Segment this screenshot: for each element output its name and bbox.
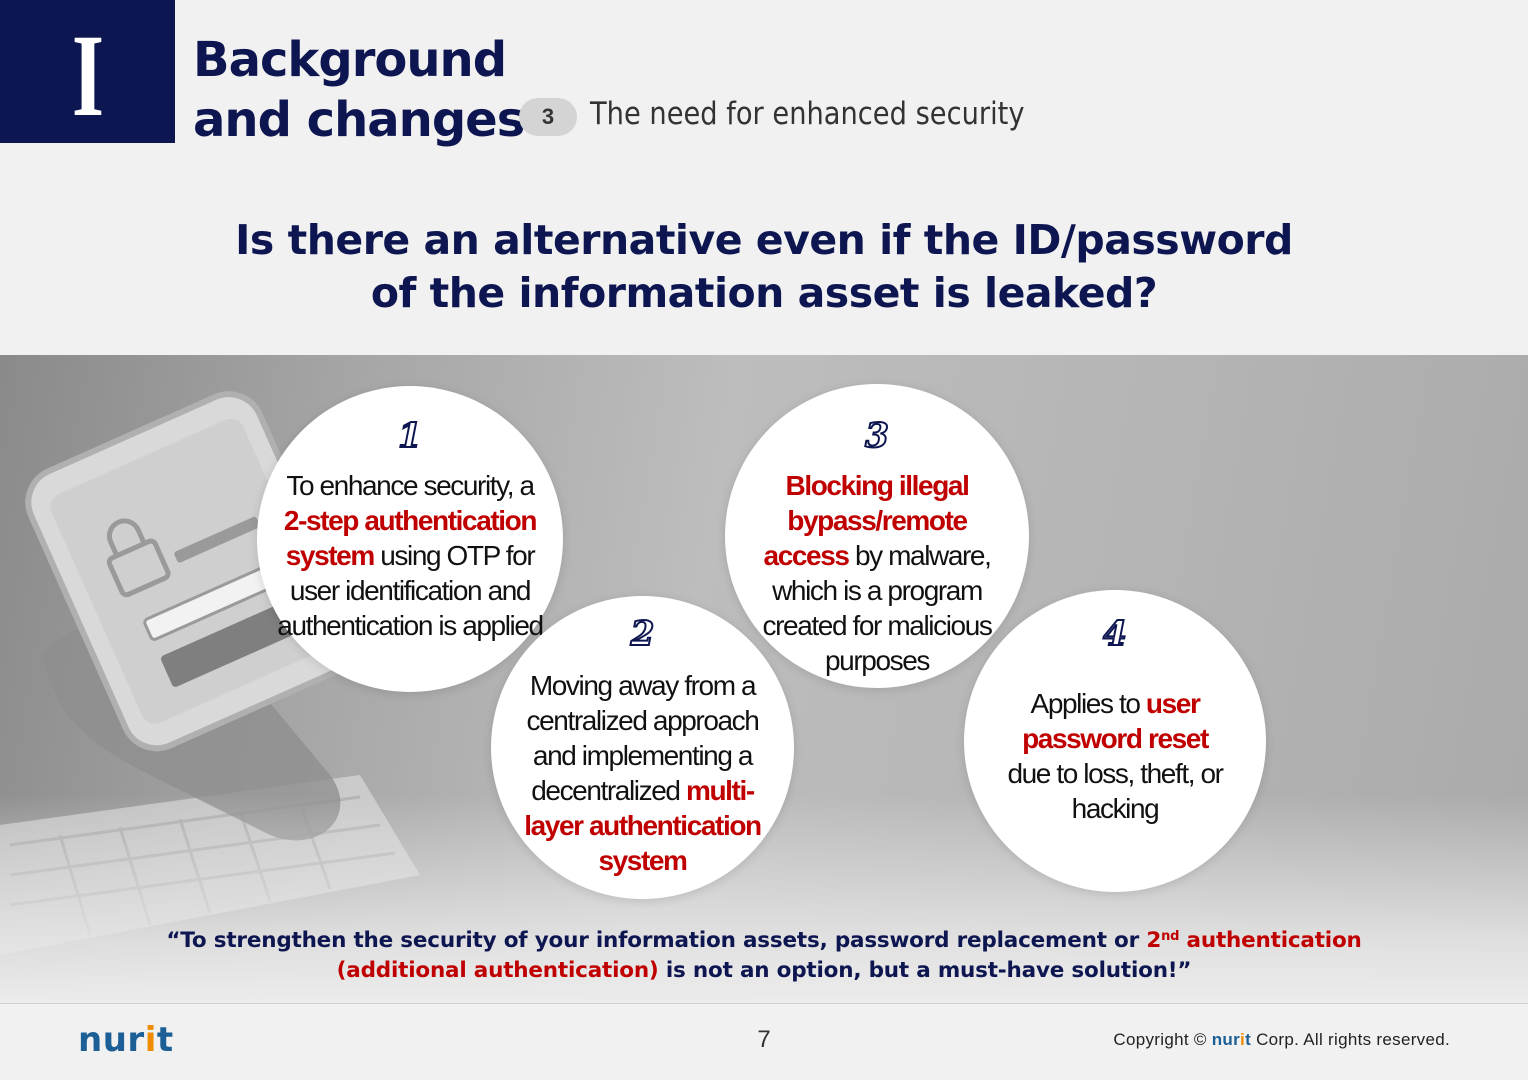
point-circle-4: 4 Applies to user password reset due to … xyxy=(964,590,1266,892)
quote-ordinal-number: 2 xyxy=(1146,928,1162,953)
quote-line1: “To strengthen the security of your info… xyxy=(0,922,1528,956)
point-1-text-a: To enhance security, a xyxy=(286,470,535,501)
section-title-line1: Background xyxy=(193,32,507,88)
logo-text-accent: i xyxy=(144,1020,157,1060)
main-question-line2: of the information asset is leaked? xyxy=(370,269,1158,317)
copyright-text-a: Copyright © xyxy=(1113,1030,1212,1049)
point-circle-2: 2 Moving away from a centralized approac… xyxy=(491,596,794,899)
quote-ordinal-suffix: nd xyxy=(1161,929,1180,944)
point-2-text-a: Moving away from a centralized approach … xyxy=(526,670,760,806)
point-circle-3: 3 Blocking illegal bypass/remote access … xyxy=(725,384,1029,688)
copyright-brand-accent: i xyxy=(1240,1030,1246,1049)
point-text-2: Moving away from a centralized approach … xyxy=(515,668,770,878)
section-number-box: I xyxy=(0,0,175,143)
point-text-4: Applies to user password reset due to lo… xyxy=(998,686,1232,826)
point-number-1: 1 xyxy=(397,415,423,457)
quote-text-b: is not an option, but a must-have soluti… xyxy=(658,958,1178,983)
copyright-text-b: Corp. All rights reserved. xyxy=(1251,1030,1450,1049)
point-1-highlight: 2-step authentication system xyxy=(283,505,538,571)
main-question-line1: Is there an alternative even if the ID/p… xyxy=(235,216,1293,264)
copyright-brand-a: nur xyxy=(1211,1030,1241,1049)
quote-open-mark: “ xyxy=(166,928,181,953)
copyright-notice: Copyright © nurit Corp. All rights reser… xyxy=(1113,1030,1450,1050)
nurit-logo: nurit xyxy=(78,1020,174,1060)
quote-close-mark: ” xyxy=(1177,958,1192,983)
footer-divider xyxy=(0,1003,1528,1004)
copyright-brand-b: t xyxy=(1245,1030,1252,1049)
point-2-highlight: multi-layer authentication system xyxy=(524,775,762,876)
point-circle-1: 1 To enhance security, a 2-step authenti… xyxy=(257,386,563,692)
point-4-highlight: user password reset xyxy=(1022,688,1209,754)
point-4-text-a: Applies to xyxy=(1030,688,1146,719)
quote-highlight-b: (additional authentication) xyxy=(336,958,659,983)
logo-text-b: t xyxy=(156,1020,174,1060)
point-4-text-b: due to loss, theft, or hacking xyxy=(1007,758,1224,824)
point-3-highlight: Blocking illegal bypass/remote access xyxy=(763,470,970,571)
point-1-text-b: using OTP for user identification and au… xyxy=(277,540,544,641)
page-number: 7 xyxy=(757,1026,771,1053)
conclusion-quote: “To strengthen the security of your info… xyxy=(0,922,1528,986)
point-text-1: To enhance security, a 2-step authentica… xyxy=(275,468,545,643)
subsection-title: The need for enhanced security xyxy=(590,96,1025,132)
quote-line2: (additional authentication) is not an op… xyxy=(0,956,1528,986)
section-title-line2: and changes xyxy=(193,92,525,148)
main-question: Is there an alternative even if the ID/p… xyxy=(0,214,1528,320)
point-number-3: 3 xyxy=(864,415,890,457)
quote-highlight-a: 2nd authentication xyxy=(1146,928,1362,953)
point-number-4: 4 xyxy=(1102,613,1128,655)
section-numeral: I xyxy=(71,9,104,141)
quote-text-a: To strengthen the security of your infor… xyxy=(180,928,1147,953)
subsection-number-badge: 3 xyxy=(519,98,577,136)
logo-text-a: nur xyxy=(78,1020,145,1060)
quote-highlight-text: authentication xyxy=(1179,928,1362,953)
point-text-3: Blocking illegal bypass/remote access by… xyxy=(743,468,1011,678)
section-title: Background and changes xyxy=(193,30,525,150)
point-3-text-a: by malware, which is a program created f… xyxy=(762,540,993,676)
point-number-2: 2 xyxy=(630,613,656,655)
